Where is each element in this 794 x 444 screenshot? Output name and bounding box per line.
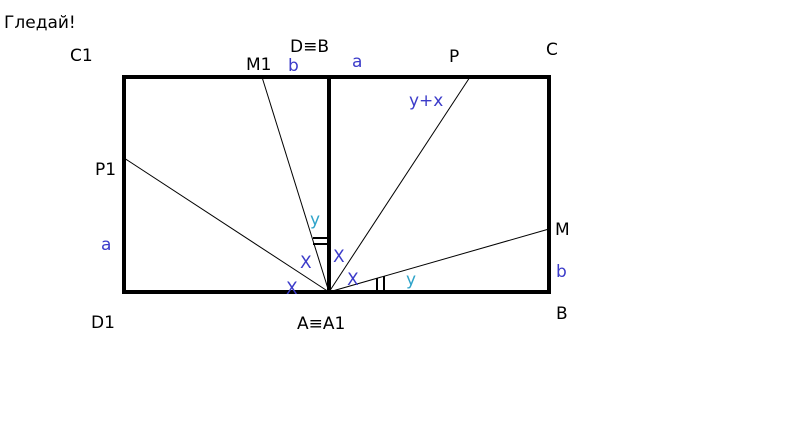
x-mark-3: X: [333, 247, 345, 267]
x-mark-1: X: [300, 253, 312, 273]
angle-labels: y+x y y: [310, 91, 443, 290]
line-a-p1: [123, 157, 330, 293]
line-a-m1: [261, 76, 330, 293]
fold-lines: [123, 76, 550, 293]
segment-b-top: b: [288, 56, 299, 76]
x-mark-2: X: [286, 279, 298, 299]
segment-b-right: b: [556, 262, 567, 282]
line-a-p: [328, 76, 471, 293]
title-text: Гледай!: [4, 13, 76, 33]
angle-label-y-mid: y: [310, 210, 320, 230]
rectangles: [122, 75, 551, 294]
segment-a-left: a: [101, 235, 111, 255]
segment-labels: b a a b: [101, 52, 567, 282]
label-c: C: [546, 40, 558, 60]
line-a-m: [328, 228, 550, 293]
label-m: M: [555, 220, 570, 240]
angle-label-y-low: y: [406, 270, 416, 290]
angle-label-y-plus-x: y+x: [409, 91, 443, 111]
label-d1: D1: [91, 313, 115, 333]
point-labels: C1 M1 D≡B P C P1 M D1 A≡A1 B: [70, 37, 570, 334]
label-m1: M1: [246, 55, 271, 75]
angle-ticks: [313, 237, 385, 292]
label-b: B: [556, 304, 568, 324]
label-aa1: A≡A1: [297, 314, 345, 334]
label-p: P: [449, 47, 459, 67]
label-db: D≡B: [290, 37, 329, 57]
label-c1: C1: [70, 46, 93, 66]
outer-rectangle: [122, 75, 551, 294]
x-marks: X X X X: [286, 247, 359, 299]
segment-a-top: a: [352, 52, 362, 72]
label-p1: P1: [95, 160, 116, 180]
x-mark-4: X: [347, 270, 359, 290]
